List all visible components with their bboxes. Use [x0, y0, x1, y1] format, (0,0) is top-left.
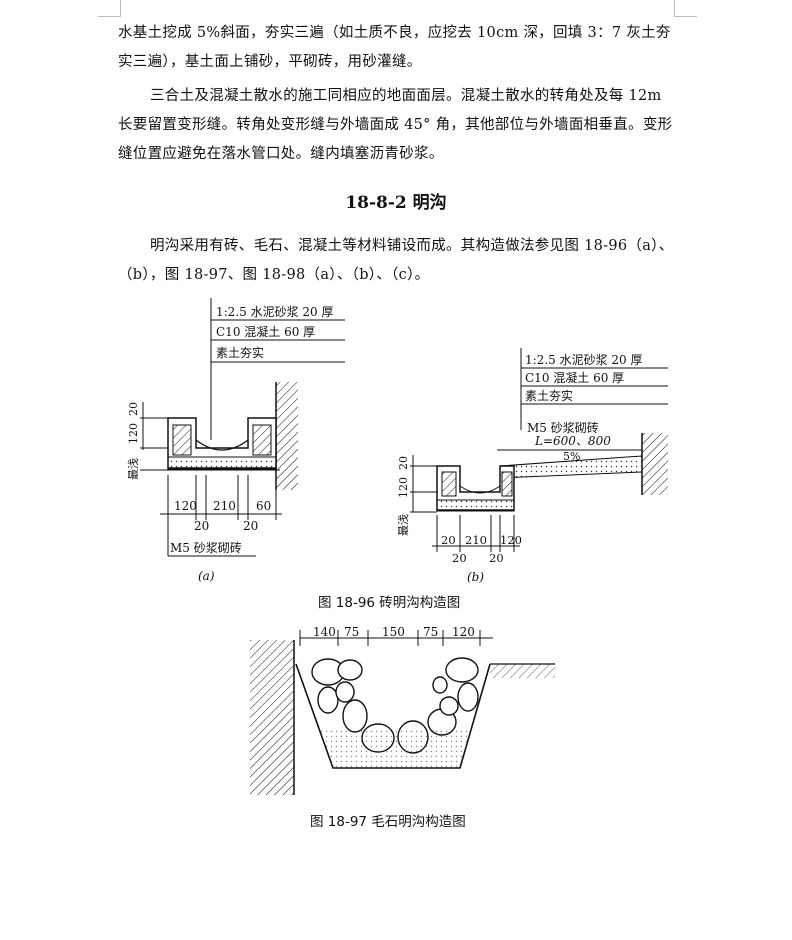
layer-b-1: 1:2.5 水泥砂浆 20 厚	[525, 352, 642, 367]
dim-b-120-bottom: 120	[500, 533, 522, 547]
note-b: M5 砂浆砌砖	[527, 420, 599, 435]
layer-a-1: 1:2.5 水泥砂浆 20 厚	[216, 304, 333, 319]
page-corner-mark-right	[674, 0, 697, 17]
section-heading: 18-8-2 明沟	[345, 193, 447, 213]
figure-18-97-caption: 图 18-97 毛石明沟构造图	[310, 814, 466, 830]
paragraph-1: 水基土挖成 5%斜面，夯实三遍（如土质不良，应挖去 10cm 深，回填 3：7 …	[118, 25, 671, 70]
dim-97-75-left: 75	[344, 625, 359, 639]
dim-a-shallowest: 最浅	[127, 458, 140, 480]
dim-b-120: 120	[397, 477, 410, 498]
dim-a-20: 20	[127, 402, 140, 416]
length-b: L=600、800	[534, 434, 611, 448]
dim-a-20-right: 20	[243, 519, 258, 533]
page-corner-mark-left	[98, 0, 121, 17]
dim-a-120: 120	[127, 423, 140, 444]
dim-b-210: 210	[465, 533, 487, 547]
dim-a-120-bottom: 120	[174, 499, 197, 513]
dim-a-60: 60	[256, 499, 271, 513]
dim-b-20-right: 20	[489, 551, 504, 565]
figure-18-96-caption: 图 18-96 砖明沟构造图	[318, 595, 461, 611]
layer-b-3: 素土夯实	[525, 388, 573, 403]
paragraph-2: 三合土及混凝土散水的施工同相应的地面面层。混凝土散水的转角处及每 12m 长要留…	[118, 88, 673, 162]
dim-b-20: 20	[397, 456, 410, 470]
dim-97-75-right: 75	[423, 625, 438, 639]
note-a: M5 砂浆砌砖	[170, 540, 242, 555]
dim-b-20-bottom: 20	[441, 533, 456, 547]
dim-a-210: 210	[213, 499, 236, 513]
dim-97-150: 150	[382, 625, 405, 639]
layer-a-2: C10 混凝土 60 厚	[216, 324, 315, 339]
dim-b-20-left: 20	[452, 551, 467, 565]
slope-b: 5%	[563, 450, 580, 463]
dim-97-140: 140	[313, 625, 336, 639]
figure-18-97: 140 75 150 75 120	[250, 625, 555, 795]
dim-b-shallowest: 最浅	[397, 514, 410, 536]
dim-97-120: 120	[452, 625, 475, 639]
figure-18-96a: 1:2.5 水泥砂浆 20 厚 C10 混凝土 60 厚 素土夯实 20 120…	[127, 298, 345, 583]
layer-a-3: 素土夯实	[216, 345, 264, 360]
label-b: (b)	[467, 570, 484, 584]
label-a: (a)	[198, 569, 215, 583]
figure-18-96b: 1:2.5 水泥砂浆 20 厚 C10 混凝土 60 厚 素土夯实 M5 砂浆砌…	[397, 348, 668, 584]
layer-b-2: C10 混凝土 60 厚	[525, 370, 624, 385]
paragraph-3: 明沟采用有砖、毛石、混凝土等材料铺设而成。其构造做法参见图 18-96（a）、（…	[118, 238, 674, 283]
dim-a-20-left: 20	[194, 519, 209, 533]
